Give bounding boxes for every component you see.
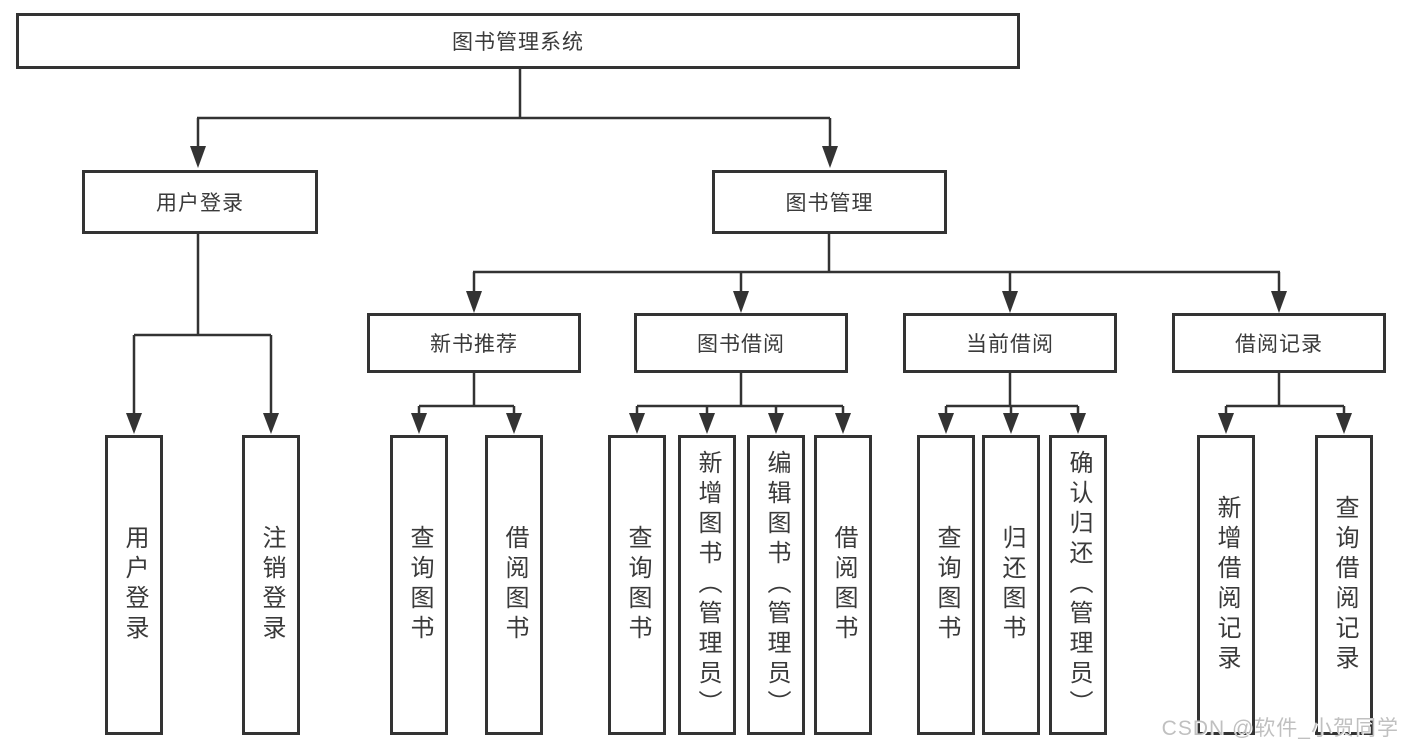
leaf-borrow-books-1: 借阅图书 <box>485 435 543 735</box>
leaf-query-books-3: 查询图书 <box>917 435 975 735</box>
csdn-watermark: CSDN @软件_小贺同学 <box>1161 717 1399 740</box>
leaf-borrow-books-2: 借阅图书 <box>814 435 872 735</box>
leaf-add-borrow-record: 新增借阅记录 <box>1197 435 1255 735</box>
leaf-query-borrow-record: 查询借阅记录 <box>1315 435 1373 735</box>
node-current-borrowing: 当前借阅 <box>903 313 1117 373</box>
node-book-borrowing: 图书借阅 <box>634 313 848 373</box>
leaf-add-books-admin: 新增图书（管理员） <box>678 435 736 735</box>
node-book-management: 图书管理 <box>712 170 947 234</box>
node-root-system: 图书管理系统 <box>16 13 1020 69</box>
node-user-login: 用户登录 <box>82 170 318 234</box>
leaf-confirm-return-admin: 确认归还（管理员） <box>1049 435 1107 735</box>
leaf-edit-books-admin: 编辑图书（管理员） <box>747 435 805 735</box>
node-borrow-records: 借阅记录 <box>1172 313 1386 373</box>
leaf-query-books-1: 查询图书 <box>390 435 448 735</box>
leaf-logout: 注销登录 <box>242 435 300 735</box>
leaf-user-login: 用户登录 <box>105 435 163 735</box>
leaf-query-books-2: 查询图书 <box>608 435 666 735</box>
node-new-book-recommend: 新书推荐 <box>367 313 581 373</box>
leaf-return-books: 归还图书 <box>982 435 1040 735</box>
